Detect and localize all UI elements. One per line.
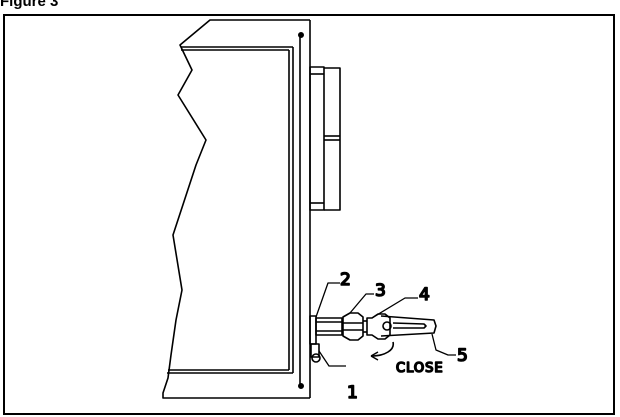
rivet-bottom — [297, 382, 304, 389]
callout-4: 4 — [419, 285, 430, 305]
callout-3: 3 — [375, 281, 386, 301]
leader-lines — [315, 282, 456, 367]
close-direction-arrow — [370, 341, 395, 357]
close-label: CLOSE — [396, 361, 444, 376]
callout-5: 5 — [457, 346, 468, 366]
collar-fitting — [309, 66, 341, 211]
figure-caption: Figure 3 — [0, 0, 59, 10]
cabinet-panel — [162, 19, 311, 399]
callout-2: 2 — [340, 270, 351, 290]
callout-1: 1 — [347, 383, 358, 403]
drain-outlet-assembly — [309, 312, 437, 363]
rivet-top — [297, 31, 304, 38]
figure-frame — [3, 14, 615, 415]
